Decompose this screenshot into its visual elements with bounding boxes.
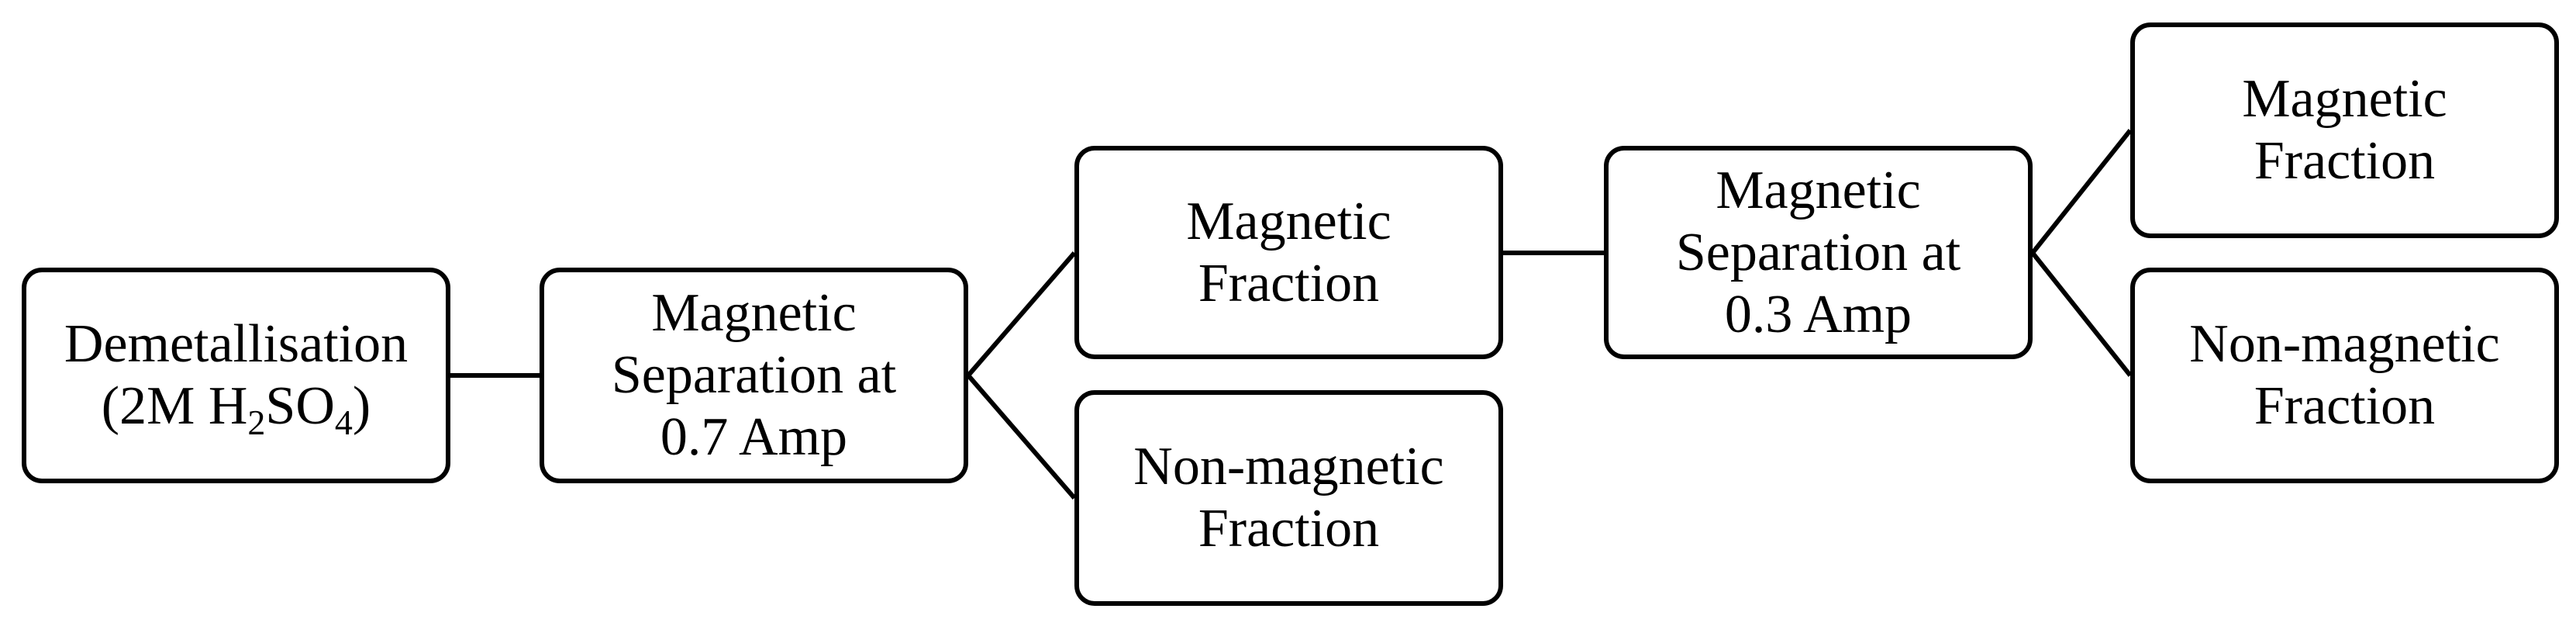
connector-separation-07-to-non-magnetic-fraction-1 [966,374,1077,500]
connector-separation-03-to-magnetic-fraction-2 [2030,129,2133,254]
separation-03-line-1: Magnetic [1716,160,1921,220]
acid-concentration-label: (2M H2SO4) [101,375,371,441]
magnetic-separation-03-box: Magnetic Separation at 0.3 Amp [1604,146,2033,359]
acid-prefix: (2M H [101,376,248,436]
non-magnetic-fraction-1-line-1: Non-magnetic [1133,437,1444,496]
magnetic-fraction-2-line-2: Fraction [2254,131,2436,191]
acid-subscript-2: 2 [247,403,266,442]
separation-03-line-3: 0.3 Amp [1724,284,1912,344]
acid-suffix: ) [352,376,371,436]
non-magnetic-fraction-1-box: Non-magnetic Fraction [1074,390,1503,606]
non-magnetic-fraction-1-line-2: Fraction [1198,499,1380,559]
acid-subscript-4: 4 [334,403,353,442]
magnetic-fraction-2-line-1: Magnetic [2242,69,2447,129]
connector-separation-07-to-magnetic-fraction-1 [966,251,1077,377]
non-magnetic-fraction-2-line-1: Non-magnetic [2189,314,2500,374]
separation-03-line-2: Separation at [1675,222,1961,282]
magnetic-fraction-1-line-1: Magnetic [1186,191,1391,251]
demetallisation-box: Demetallisation (2M H2SO4) [22,268,450,483]
connector-separation-03-to-non-magnetic-fraction-2 [2030,251,2133,377]
separation-07-line-3: 0.7 Amp [660,407,848,467]
non-magnetic-fraction-2-box: Non-magnetic Fraction [2130,268,2559,483]
demetallisation-label: Demetallisation [64,314,409,374]
magnetic-fraction-2-box: Magnetic Fraction [2130,22,2559,238]
acid-middle: SO [265,376,335,436]
separation-07-line-1: Magnetic [651,283,857,343]
separation-07-line-2: Separation at [611,345,897,405]
magnetic-separation-07-box: Magnetic Separation at 0.7 Amp [540,268,968,483]
magnetic-fraction-1-line-2: Fraction [1198,253,1380,313]
magnetic-fraction-1-box: Magnetic Fraction [1074,146,1503,359]
non-magnetic-fraction-2-line-2: Fraction [2254,376,2436,436]
